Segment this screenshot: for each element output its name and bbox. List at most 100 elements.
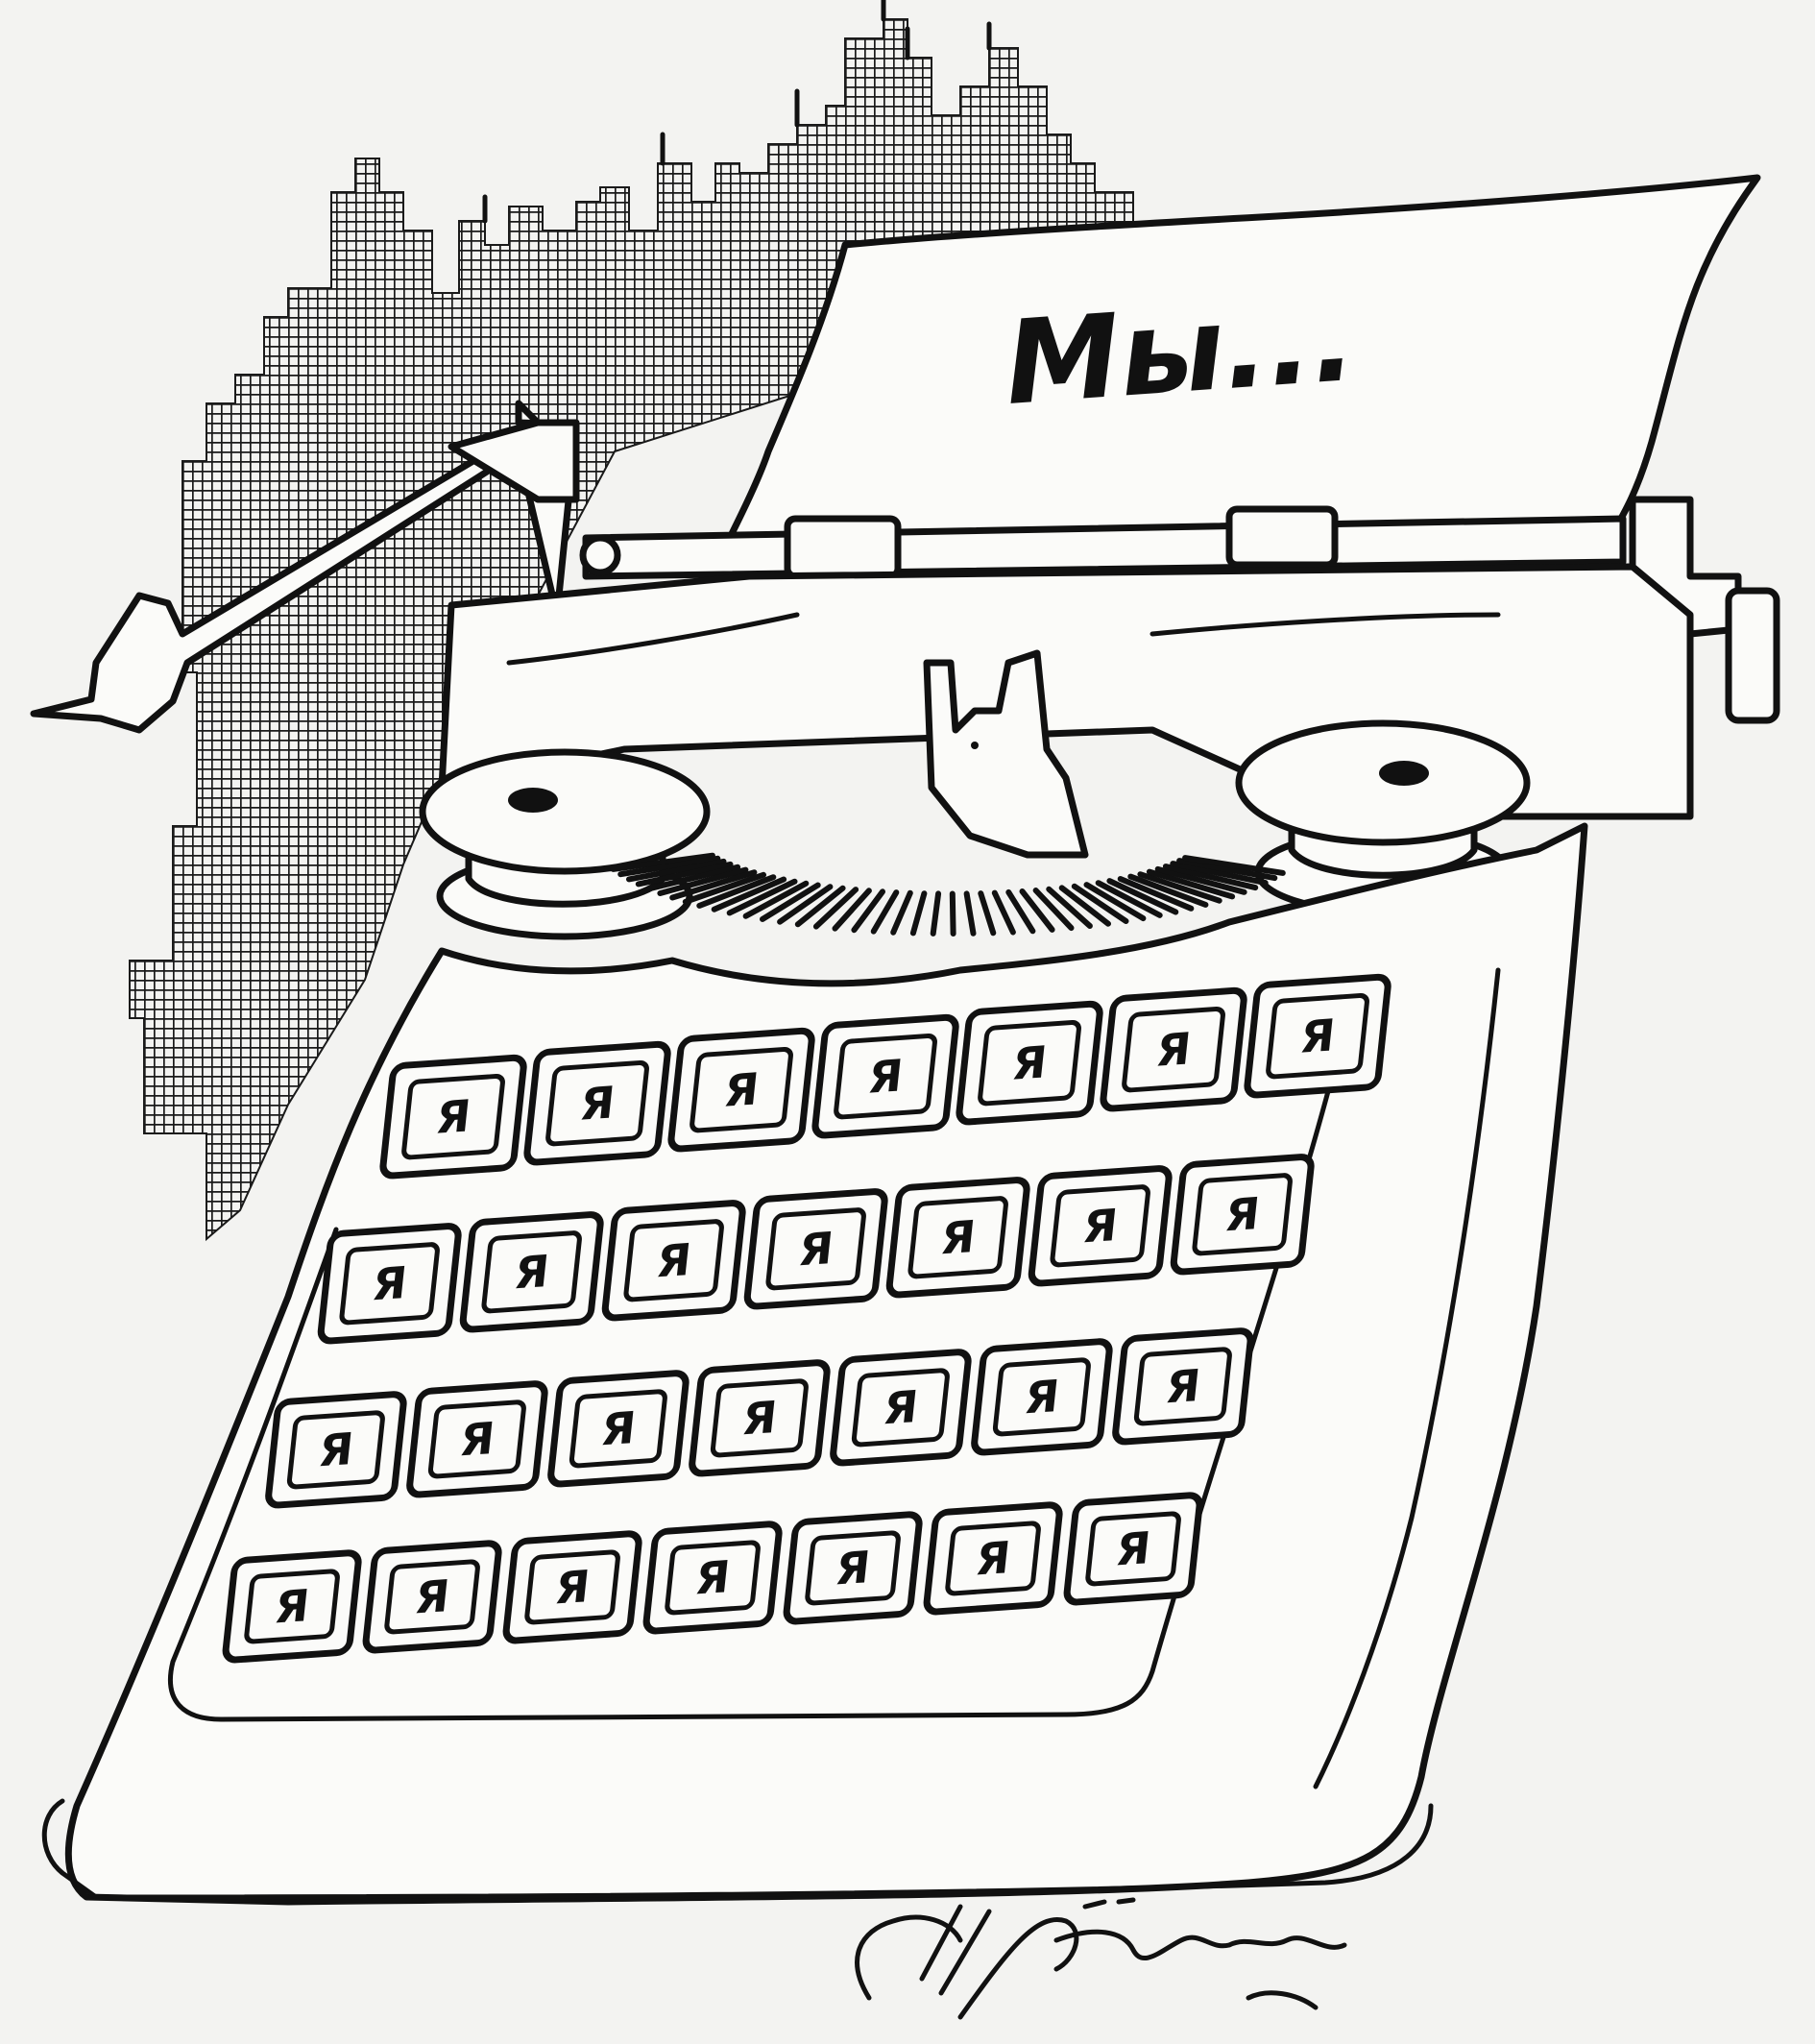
- typewriter-key: Я: [1100, 986, 1247, 1112]
- key-label: Я: [272, 1580, 311, 1634]
- typebar: [963, 890, 977, 937]
- key-label: Я: [833, 1542, 872, 1595]
- key-label: Я: [370, 1256, 409, 1310]
- typebar: [760, 882, 821, 922]
- typebar: [777, 884, 834, 925]
- key-label: Я: [316, 1423, 355, 1476]
- typewriter-key: Я: [379, 1054, 527, 1180]
- key-label: Я: [654, 1233, 693, 1287]
- typewriter-key: Я: [971, 1338, 1113, 1456]
- typewriter-key: Я: [523, 1040, 671, 1166]
- typewriter-key: Я: [783, 1511, 923, 1625]
- key-label: Я: [577, 1077, 617, 1131]
- typewriter-key: Я: [830, 1349, 972, 1467]
- typebar: [794, 885, 846, 928]
- key-label: Я: [457, 1412, 496, 1466]
- typebar: [626, 858, 727, 883]
- typebar: [930, 890, 942, 937]
- typewriter-key: Я: [1112, 1327, 1254, 1446]
- key-label: Я: [692, 1551, 732, 1605]
- typebars-fan: [610, 852, 1286, 937]
- typewriter-key: Я: [956, 1000, 1103, 1126]
- key-label: Я: [1222, 1187, 1262, 1241]
- key-label: Я: [598, 1401, 638, 1455]
- key-label: Я: [1113, 1522, 1152, 1576]
- typebar: [812, 887, 859, 930]
- key-label: Я: [721, 1063, 761, 1117]
- typebar: [1182, 855, 1286, 876]
- key-label: Я: [433, 1090, 472, 1144]
- paper-text: Мы...: [1001, 274, 1359, 431]
- key-label: Я: [973, 1532, 1012, 1586]
- typebar: [726, 878, 798, 916]
- typewriter-key: Я: [743, 1188, 888, 1310]
- typebar: [1071, 883, 1129, 924]
- typebar: [617, 855, 721, 878]
- typebar: [1005, 888, 1036, 935]
- typewriter-key: Я: [601, 1200, 746, 1322]
- typewriter-key: Я: [1028, 1165, 1173, 1287]
- typebar: [1170, 861, 1269, 887]
- typewriter-key: Я: [642, 1521, 783, 1635]
- key-label: Я: [1022, 1370, 1061, 1424]
- typebar: [1176, 858, 1278, 882]
- typewriter-key: Я: [1170, 1154, 1315, 1276]
- typewriter-key: Я: [406, 1380, 548, 1498]
- typebar: [1127, 873, 1209, 908]
- key-label: Я: [552, 1561, 592, 1615]
- typewriter-key: Я: [811, 1013, 959, 1139]
- typebar: [696, 874, 777, 909]
- key-label: Я: [1297, 1010, 1337, 1063]
- typebar: [610, 852, 715, 872]
- paper-sheet: Мы...: [707, 174, 1761, 580]
- typebar: [657, 866, 749, 896]
- typebar: [851, 888, 885, 934]
- typewriter-key: Я: [1063, 1492, 1203, 1606]
- typewriter-key: Я: [1244, 973, 1392, 1099]
- typebar: [832, 888, 872, 932]
- typewriter-key: Я: [222, 1549, 362, 1664]
- typebar: [1058, 885, 1111, 927]
- typebar: [870, 889, 900, 935]
- typebar: [645, 864, 741, 892]
- key-label: Я: [865, 1050, 905, 1104]
- typewriter-key: Я: [923, 1501, 1063, 1616]
- typebar: [909, 890, 928, 937]
- key-label: Я: [938, 1210, 978, 1264]
- typebar: [1019, 888, 1055, 933]
- typewriter-key: Я: [265, 1391, 407, 1509]
- typebar: [1106, 878, 1179, 915]
- typebar: [1083, 882, 1147, 922]
- typebar: [635, 861, 734, 888]
- key-label: Я: [739, 1391, 779, 1445]
- typebar: [742, 880, 810, 919]
- ribbon-spool-right: [1235, 719, 1531, 916]
- typebar: [711, 876, 787, 912]
- typebar: [1095, 880, 1163, 918]
- key-label: Я: [412, 1570, 451, 1624]
- typebar: [991, 889, 1016, 936]
- typebar: [1032, 888, 1075, 932]
- typebar: [669, 869, 758, 901]
- key-label: Я: [1009, 1036, 1049, 1090]
- carriage-return-lever: [30, 400, 580, 734]
- key-label: Я: [512, 1245, 551, 1299]
- typebar: [1162, 864, 1259, 891]
- typewriter-key: Я: [547, 1370, 690, 1488]
- key-label: Я: [1080, 1199, 1120, 1253]
- ribbon-spool-left: [419, 748, 711, 940]
- typebar: [1146, 868, 1236, 900]
- typebar: [1046, 886, 1093, 929]
- typewriter-key: Я: [667, 1027, 815, 1153]
- typebar: [890, 889, 913, 936]
- typebar: [1117, 876, 1195, 912]
- key-label: Я: [796, 1222, 835, 1276]
- typebar: [682, 871, 766, 905]
- typebar: [978, 890, 997, 937]
- typebar: [1154, 865, 1247, 895]
- typewriter-key: Я: [885, 1177, 1030, 1299]
- typebar: [949, 890, 956, 937]
- artist-signature: [855, 1897, 1347, 2020]
- typewriter-key: Я: [502, 1530, 642, 1644]
